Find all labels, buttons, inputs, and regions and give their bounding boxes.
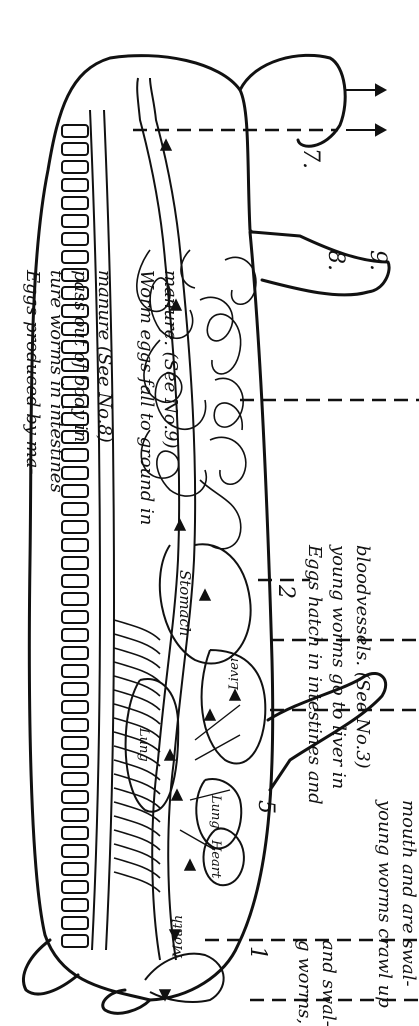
vertebra: [62, 593, 88, 605]
organ-label-mouth: Mouth: [171, 915, 186, 959]
vertebra: [62, 143, 88, 155]
vertebra: [62, 935, 88, 947]
young-worms-line-2: mouth and are swal-: [398, 800, 419, 987]
rib: [114, 620, 160, 640]
vertebra: [62, 773, 88, 785]
organ-label-lung-lower: Lung: [208, 794, 223, 829]
eggs-hatch-line-1: Eggs hatch in intestines and: [304, 544, 325, 805]
step-5-label: 5: [253, 800, 278, 814]
young-worms-line-1: young worms crawl up: [374, 799, 395, 1008]
rib: [114, 690, 160, 710]
eggs-produced-line-1: Eggs produced by ma-: [22, 269, 43, 475]
worm-eggs-fall-line-2: manure. (See No.9): [160, 270, 181, 449]
vertebra: [62, 215, 88, 227]
partial-left-line-2: and swal-: [318, 940, 339, 1026]
step-arrows: [346, 85, 385, 135]
vertebra: [62, 611, 88, 623]
vertebra: [62, 125, 88, 137]
rib: [114, 704, 160, 724]
rib: [114, 648, 160, 668]
vertebra: [62, 575, 88, 587]
partial-left-text: g worms, and swal-: [294, 940, 339, 1026]
eggs-produced-line-4: manure (See No.8): [94, 270, 115, 443]
rib: [114, 760, 160, 780]
vertebra: [62, 791, 88, 803]
migration-arrows: [160, 140, 240, 1000]
vertebra: [62, 827, 88, 839]
organ-label-liver: Liver: [227, 655, 242, 691]
vertebra: [62, 539, 88, 551]
vertebra: [62, 863, 88, 875]
vertebra: [62, 917, 88, 929]
step-9-label: 9.: [365, 250, 390, 271]
worm-eggs-fall-text: Worm eggs fall to ground in manure. (See…: [136, 270, 181, 525]
spine: [90, 110, 114, 950]
stomach: [160, 544, 251, 663]
vertebra: [62, 629, 88, 641]
vertebra: [62, 719, 88, 731]
vertebra: [62, 701, 88, 713]
vertebra: [62, 233, 88, 245]
rib: [114, 634, 160, 654]
step-1-label: 1: [245, 946, 270, 960]
eggs-hatch-text: Eggs hatch in intestines and young worms…: [304, 544, 373, 805]
rib: [114, 774, 160, 794]
vertebra: [62, 503, 88, 515]
eggs-produced-line-3: pass out of body in: [70, 270, 91, 442]
vertebra: [62, 683, 88, 695]
vertebra: [62, 665, 88, 677]
vertebra: [62, 557, 88, 569]
vertebra: [62, 899, 88, 911]
vertebra: [62, 179, 88, 191]
vertebra: [62, 161, 88, 173]
young-worms-text: young worms crawl up mouth and are swal-: [374, 799, 419, 1008]
vertebra: [62, 197, 88, 209]
vertebra: [62, 845, 88, 857]
eggs-hatch-line-3: bloodvessels. (See No.3): [352, 545, 373, 769]
vertebra: [62, 251, 88, 263]
vertebra: [62, 737, 88, 749]
vertebra: [62, 881, 88, 893]
step-2-label: 2: [273, 584, 298, 599]
vertebra: [62, 647, 88, 659]
vertebra: [62, 755, 88, 767]
organ-label-stomach: Stomach: [176, 570, 194, 637]
step-8-label: 8.: [323, 250, 348, 271]
vertebra: [62, 809, 88, 821]
partial-left-line-1: g worms,: [294, 940, 315, 1024]
eggs-hatch-line-2: young worms go to liver in: [328, 544, 349, 789]
organ-label-lung-upper: Lung: [136, 727, 151, 762]
vertebra: [62, 521, 88, 533]
organ-labels: Mouth Lung Lung Heart Liver Stomach: [136, 570, 242, 959]
eggs-produced-line-2: ture worms in intestines: [46, 270, 67, 493]
vertebrae: [62, 125, 88, 947]
worm-eggs-fall-line-1: Worm eggs fall to ground in: [136, 270, 157, 525]
step-7-label: 7.: [298, 148, 323, 169]
organ-label-heart: Heart: [208, 839, 223, 879]
